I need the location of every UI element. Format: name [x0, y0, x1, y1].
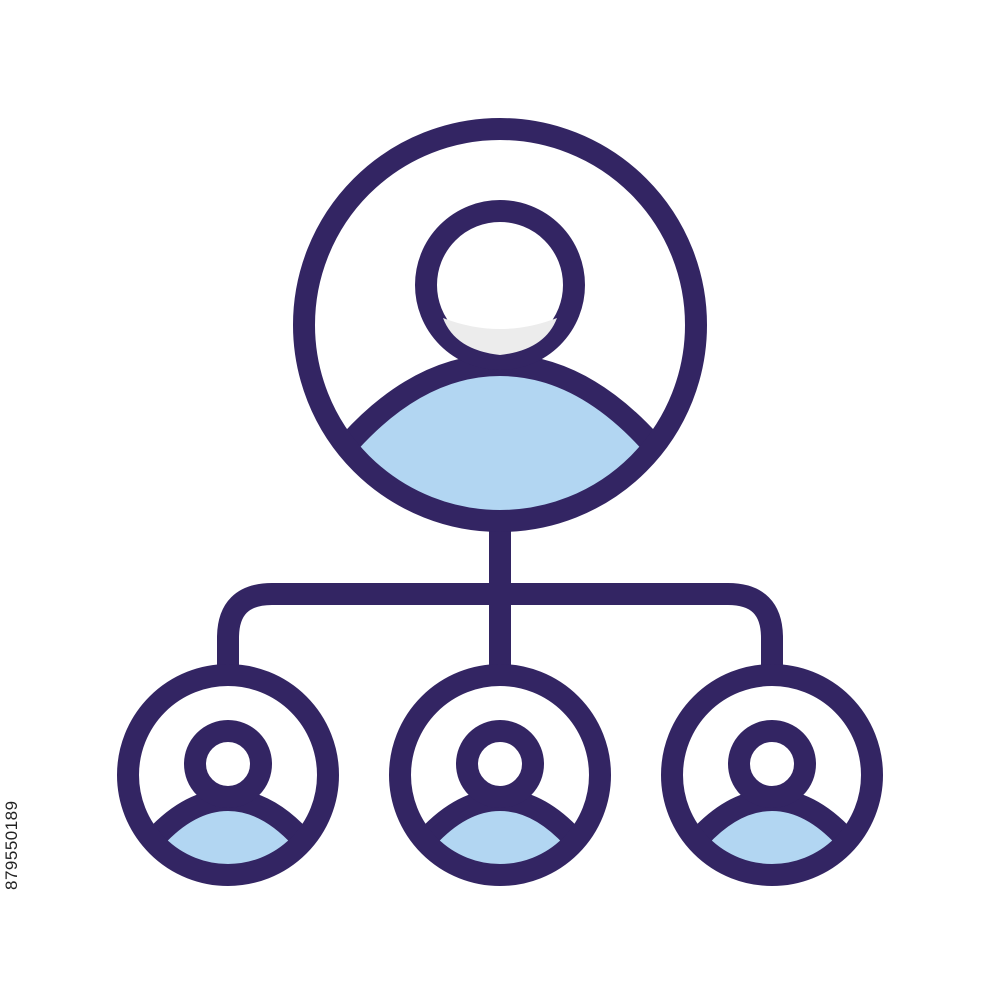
top-person-node: [293, 118, 707, 532]
connector-lines: [217, 510, 783, 676]
top-person-head-shade: [443, 318, 557, 355]
stock-id-label: 879550189: [2, 800, 21, 890]
top-person-ring: [293, 118, 707, 532]
top-person-head: [415, 200, 585, 370]
subordinate-ring-middle: [389, 664, 611, 886]
subordinate-ring-left: [117, 664, 339, 886]
subordinate-node-left: [117, 664, 339, 886]
subordinate-ring-right: [661, 664, 883, 886]
subordinate-head-left: [184, 720, 272, 808]
subordinate-head-right: [728, 720, 816, 808]
subordinate-node-right: [661, 664, 883, 886]
connector-branch: [217, 583, 783, 676]
subordinate-node-middle: [389, 664, 611, 886]
subordinate-head-middle: [456, 720, 544, 808]
